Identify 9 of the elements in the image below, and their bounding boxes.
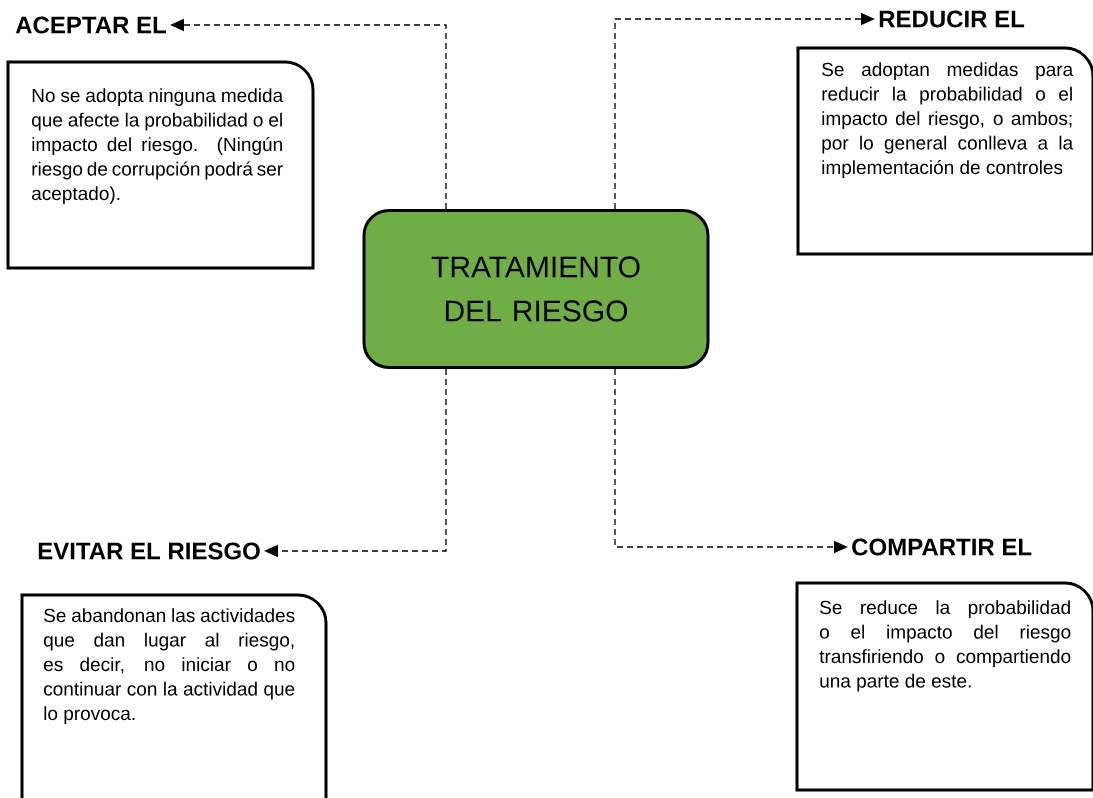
topic-box: TRATAMIENTO DEL RIESGO (362, 209, 710, 369)
description-box: Se adoptan medidas para reducir la probabilidad o el impacto del riesgo, o ambos; por lo general conlleva a la implementación de controles (796, 46, 1093, 256)
box-heading: ACEPTAR EL (15, 16, 166, 34)
description-box: Se reduce la probabilidad o el impacto del riesgo transfiriendo o compartiendo una parte de este. (795, 581, 1093, 792)
box-heading: EVITAR EL RIESGO (38, 542, 260, 560)
box-heading: REDUCIR EL (879, 10, 1025, 28)
description-box: No se adopta ninguna medida que afecte la probabilidad o el impacto del riesgo. (Ningún riesgo de corrupción podrá ser aceptado). (6, 60, 315, 270)
description-box: Se abandonan las actividades que dan lugar al riesgo, es decir, no iniciar o no continuar con la actividad que lo provoca. (20, 593, 328, 798)
box-heading: COMPARTIR EL (852, 538, 1032, 556)
